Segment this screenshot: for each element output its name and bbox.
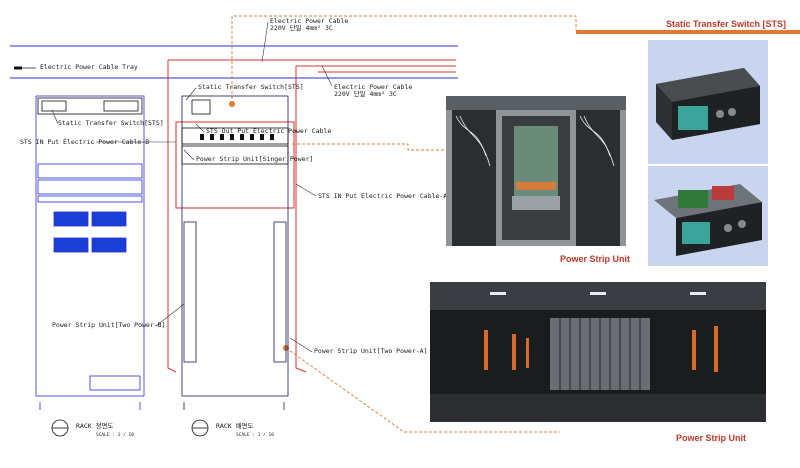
psu-single-label: Power Strip Unit[Singer Power]: [196, 155, 314, 163]
cable-top-label: Electric Power Cable: [270, 17, 349, 25]
sts-out-label: STS Out Put Electric Power Cable: [206, 127, 332, 135]
rack-front-scale: SCALE : 1 / 10: [96, 433, 134, 438]
psu-photo-caption-1: Power Strip Unit: [560, 254, 631, 264]
rack-back: [181, 95, 289, 410]
psu-rack-photo: [446, 96, 626, 246]
sts-caption: Static Transfer Switch [STS]: [666, 19, 787, 29]
scale-symbols: [51, 419, 209, 437]
rack-side-title: RACK 배면도: [216, 422, 254, 430]
cable-mid-label: Electric Power Cable: [334, 83, 413, 91]
dashed-callouts: [231, 15, 577, 433]
sts-main-label: Static Transfer Switch[STS]: [198, 83, 304, 91]
psu-a-label: Power Strip Unit[Two Power-A]: [314, 347, 428, 355]
server-room-photo: [430, 282, 766, 422]
sts-marker: [229, 101, 235, 107]
sts-photo-top: [648, 40, 768, 164]
psu-photo-caption-2: Power Strip Unit: [676, 433, 747, 443]
psu-b-label: Power Strip Unit[Two Power-B]: [52, 321, 166, 329]
sts-in-b-label: STS IN Put Electric Power Cable-B: [20, 138, 150, 146]
cable-tray-label: Electric Power Cable Tray: [40, 63, 138, 71]
caption-bar: [576, 30, 800, 34]
cable-mid-spec: 220V 단일 4mm² 3C: [334, 90, 397, 98]
leader-lines: [51, 21, 333, 353]
cable-top-spec: 220V 단일 4mm² 3C: [270, 24, 333, 32]
rack-side-scale: SCALE : 1 / 10: [236, 433, 274, 438]
sts-photo-inside: [648, 166, 768, 266]
cable-tray-lines: [10, 45, 458, 79]
sts-left-label: Static Transfer Switch[STS]: [58, 119, 164, 127]
rack-front: [35, 95, 145, 410]
rack-front-title: RACK 정면도: [76, 422, 114, 430]
sts-in-a-label: STS IN Put Electric Power Cable-A: [318, 192, 448, 200]
red-cable-routes: [167, 59, 456, 373]
psu-single-sockets: [200, 134, 274, 140]
